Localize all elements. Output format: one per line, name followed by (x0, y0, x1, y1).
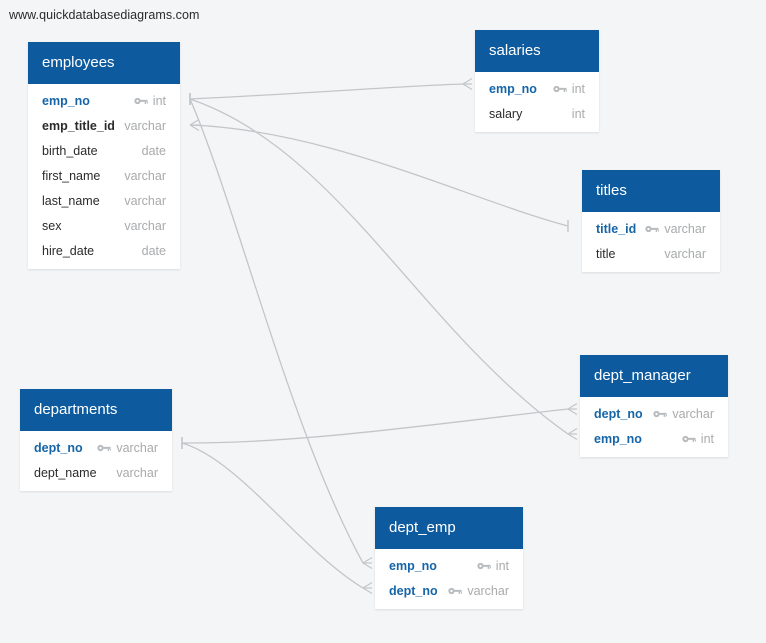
entity-title-titles: titles (582, 170, 720, 212)
relation-line-departments-dept_manager (181, 408, 569, 444)
field-name: emp_no (389, 558, 437, 573)
field-type: varchar (672, 406, 714, 421)
field-name: first_name (42, 168, 101, 183)
field-name: title (596, 246, 616, 261)
field-type: varchar (124, 168, 166, 183)
entity-dept_manager[interactable]: dept_manager dept_no varchar emp_no int (580, 355, 728, 457)
field-type: int (571, 81, 585, 96)
field-name: sex (42, 218, 62, 233)
relation-line-employees-dept_manager (189, 98, 569, 435)
field-row[interactable]: first_name varchar (28, 163, 180, 188)
entity-title-salaries: salaries (475, 30, 599, 72)
field-row[interactable]: salary int (475, 101, 599, 126)
field-type: int (571, 106, 585, 121)
entity-title-departments: departments (20, 389, 172, 431)
relation-many-marker-departments-dept_emp-to (362, 581, 373, 595)
field-name: hire_date (42, 243, 95, 258)
field-row[interactable]: title varchar (582, 241, 720, 266)
field-type: varchar (116, 465, 158, 480)
field-row[interactable]: emp_no int (375, 553, 523, 578)
primary-key-icon (477, 561, 491, 571)
field-type: varchar (124, 193, 166, 208)
relation-many-marker-employees-titles-from (189, 118, 200, 132)
field-type: varchar (664, 221, 706, 236)
field-type: varchar (124, 118, 166, 133)
site-url-label: www.quickdatabasediagrams.com (9, 8, 200, 22)
primary-key-icon (134, 96, 148, 106)
field-row[interactable]: title_id varchar (582, 216, 720, 241)
entity-fields-dept_emp: emp_no int dept_no varchar (375, 549, 523, 609)
field-name: title_id (596, 221, 637, 236)
field-row[interactable]: sex varchar (28, 213, 180, 238)
field-type: int (700, 431, 714, 446)
entity-dept_emp[interactable]: dept_emp emp_no int dept_no varchar (375, 507, 523, 609)
field-name: salary (489, 106, 523, 121)
field-row[interactable]: hire_date date (28, 238, 180, 263)
entity-title-employees: employees (28, 42, 180, 84)
primary-key-icon (653, 409, 668, 419)
field-row[interactable]: emp_no int (28, 88, 180, 113)
field-type: int (152, 93, 166, 108)
field-type: date (141, 243, 166, 258)
entity-fields-dept_manager: dept_no varchar emp_no int (580, 397, 728, 457)
field-row[interactable]: dept_no varchar (20, 435, 172, 460)
primary-key-icon (682, 434, 696, 444)
primary-key-icon (645, 224, 660, 234)
field-name: emp_title_id (42, 118, 115, 133)
relation-many-marker-employees-salaries-to (462, 77, 473, 91)
field-name: last_name (42, 193, 100, 208)
field-row[interactable]: dept_name varchar (20, 460, 172, 485)
field-row[interactable]: birth_date date (28, 138, 180, 163)
primary-key-icon (553, 84, 567, 94)
entity-title-dept_manager: dept_manager (580, 355, 728, 397)
relation-line-departments-dept_emp (181, 442, 364, 589)
field-name: emp_no (42, 93, 90, 108)
field-name: birth_date (42, 143, 98, 158)
relation-many-marker-employees-dept_emp-to (362, 556, 373, 570)
primary-key-icon (97, 443, 112, 453)
field-name: dept_no (34, 440, 83, 455)
field-name: emp_no (594, 431, 642, 446)
field-type: int (495, 558, 509, 573)
field-type: varchar (116, 440, 158, 455)
field-row[interactable]: emp_no int (475, 76, 599, 101)
field-name: dept_name (34, 465, 97, 480)
field-row[interactable]: last_name varchar (28, 188, 180, 213)
entity-title-dept_emp: dept_emp (375, 507, 523, 549)
relation-line-employees-salaries (189, 83, 464, 100)
field-type: varchar (124, 218, 166, 233)
relation-line-employees-titles (189, 124, 569, 227)
relation-many-marker-departments-dept_manager-to (567, 402, 578, 416)
field-row[interactable]: emp_title_id varchar (28, 113, 180, 138)
field-row[interactable]: emp_no int (580, 426, 728, 451)
field-type: date (141, 143, 166, 158)
field-row[interactable]: dept_no varchar (375, 578, 523, 603)
field-name: dept_no (594, 406, 643, 421)
primary-key-icon (448, 586, 463, 596)
field-name: dept_no (389, 583, 438, 598)
relation-many-marker-employees-dept_manager-to (567, 427, 578, 441)
field-type: varchar (467, 583, 509, 598)
field-row[interactable]: dept_no varchar (580, 401, 728, 426)
relation-line-employees-dept_emp (189, 98, 364, 564)
field-type: varchar (664, 246, 706, 261)
field-name: emp_no (489, 81, 537, 96)
